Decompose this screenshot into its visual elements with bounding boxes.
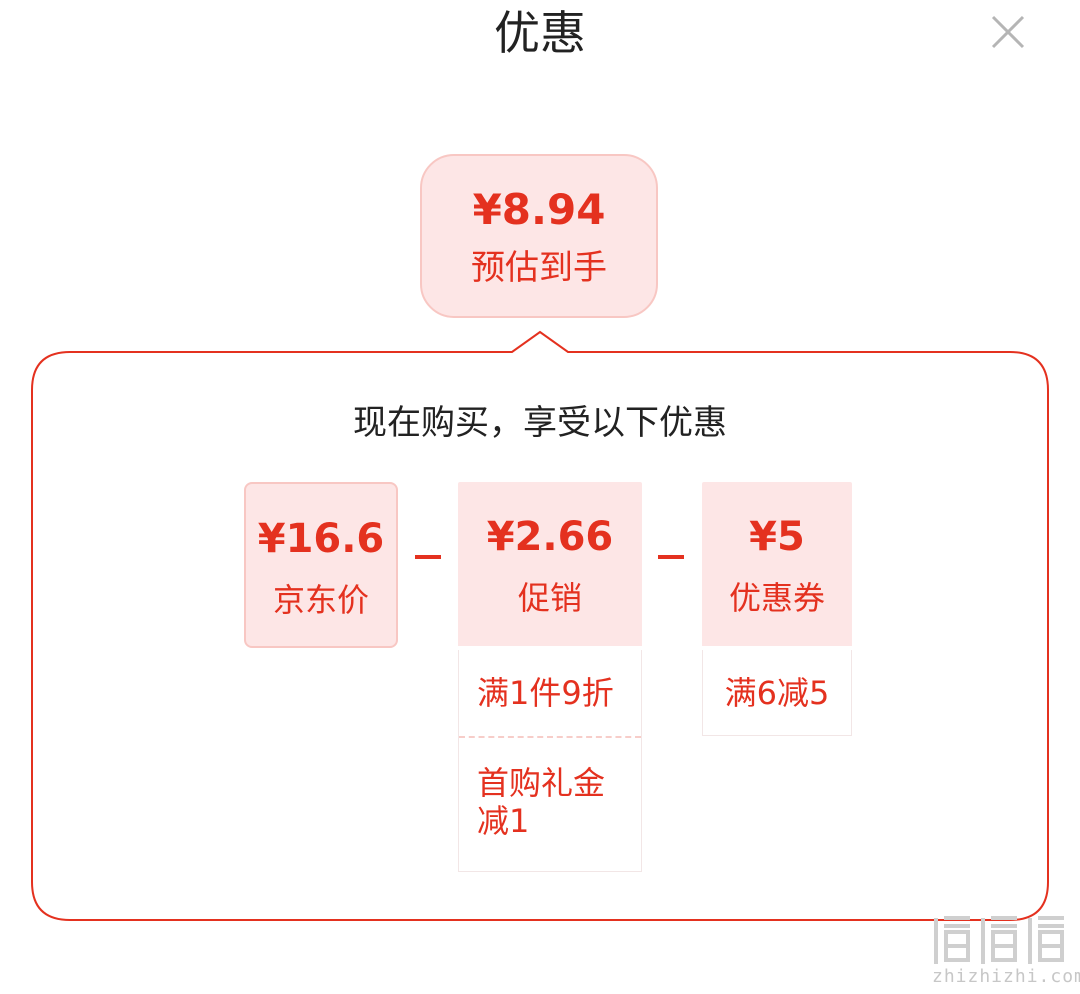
- coupon-label: 优惠券: [728, 579, 825, 617]
- promotion-detail-item: 首购礼金减1: [477, 764, 606, 840]
- watermark-logo-icon: [934, 916, 1064, 964]
- close-button[interactable]: [990, 14, 1026, 50]
- promotion-card: ¥2.66 促销: [458, 482, 642, 646]
- coupon-detail-item: 满6减5: [702, 650, 852, 736]
- jd-price-value: ¥16.6: [257, 516, 385, 562]
- minus-icon: [415, 555, 441, 559]
- estimated-price-label: 预估到手: [471, 248, 607, 288]
- jd-price-card: ¥16.6 京东价: [244, 482, 398, 648]
- watermark-text: zhizhizhi.com: [932, 966, 1080, 987]
- discount-breakdown-panel: 现在购买，享受以下优惠 ¥16.6 京东价 ¥2.66 促销 ¥5 优惠券 满1…: [30, 330, 1050, 922]
- promotion-detail-item: 满1件9折: [459, 650, 641, 738]
- minus-icon: [658, 555, 684, 559]
- promotion-value: ¥2.66: [486, 514, 614, 560]
- coupon-card: ¥5 优惠券: [702, 482, 852, 646]
- promotion-details-list: 满1件9折 首购礼金减1: [458, 650, 642, 872]
- estimated-price: ¥8.94: [472, 185, 606, 234]
- promotion-label: 促销: [517, 579, 582, 617]
- watermark: zhizhizhi.com: [928, 912, 1080, 988]
- dialog-title: 优惠: [494, 6, 586, 60]
- estimated-price-badge: ¥8.94 预估到手: [420, 154, 658, 318]
- coupon-value: ¥5: [749, 514, 805, 560]
- discount-headline: 现在购买，享受以下优惠: [353, 403, 727, 443]
- jd-price-label: 京东价: [272, 581, 369, 619]
- close-icon: [991, 15, 1025, 49]
